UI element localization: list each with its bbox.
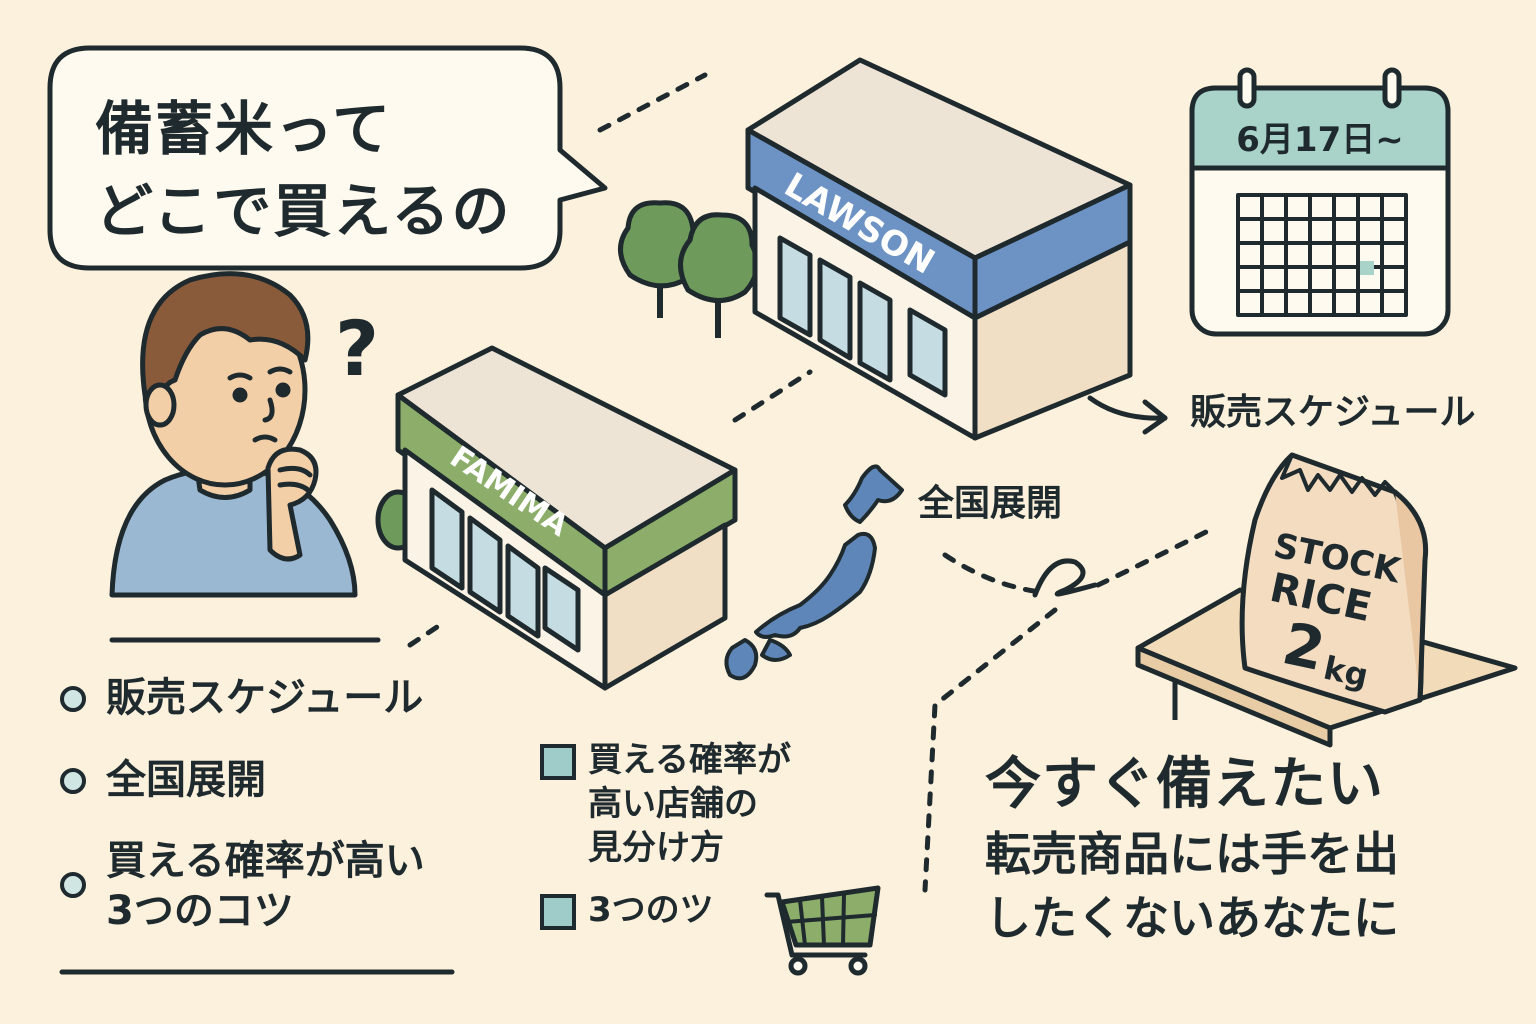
nationwide-label: 全国展開 bbox=[918, 483, 1063, 524]
bullet-dot-icon bbox=[60, 768, 86, 794]
calendar-date: 6月17日~ bbox=[1236, 120, 1404, 160]
schedule-label: 販売スケジュール bbox=[1190, 392, 1476, 433]
rice-bag-unit: kg bbox=[1320, 649, 1371, 695]
speech-bubble bbox=[47, 45, 608, 271]
bullet-dot-icon bbox=[60, 686, 86, 712]
speech-text: 備蓄米って どこで買えるの bbox=[95, 88, 565, 252]
check-item: 3つのツ bbox=[540, 888, 860, 932]
bullet-item: 全国展開 bbox=[60, 754, 500, 806]
cart-icon bbox=[764, 885, 881, 976]
question-mark: ? bbox=[335, 304, 379, 393]
dotted-connectors bbox=[407, 72, 1213, 893]
loop-connector bbox=[1032, 558, 1098, 598]
japan-map-icon bbox=[724, 464, 904, 681]
bullet-dot-icon bbox=[60, 872, 86, 898]
bullet-item: 買える確率が高い 3つのコツ bbox=[60, 836, 500, 936]
checkbox-icon bbox=[540, 894, 576, 930]
check-text: 買える確率が bbox=[588, 740, 791, 780]
bullet-text: 3つのコツ bbox=[106, 888, 294, 934]
famima-store bbox=[375, 345, 738, 691]
arrow-right-icon bbox=[1087, 395, 1168, 435]
call-to-action: 今すぐ備えたい 転売商品には手を出 したくないあなたに bbox=[985, 748, 1525, 950]
calendar-icon bbox=[1189, 67, 1451, 337]
check-text: 見分け方 bbox=[588, 828, 724, 868]
bullet-list: 販売スケジュール 全国展開 買える確率が高い 3つのコツ bbox=[60, 672, 500, 966]
check-text: 高い店舗の bbox=[588, 784, 758, 824]
cta-line-3: したくないあなたに bbox=[985, 891, 1399, 945]
check-text: 3つのツ bbox=[588, 890, 714, 930]
lawson-store bbox=[745, 57, 1133, 441]
speech-line-2: どこで買えるの bbox=[95, 177, 512, 245]
bullet-item: 販売スケジュール bbox=[60, 672, 500, 724]
bullet-text: 買える確率が高い bbox=[106, 838, 425, 884]
check-item: 買える確率が 高い店舗の 見分け方 bbox=[540, 738, 860, 870]
checkbox-icon bbox=[540, 744, 576, 780]
check-list: 買える確率が 高い店舗の 見分け方 3つのツ bbox=[540, 738, 860, 950]
tree-icon bbox=[618, 200, 760, 338]
person-illustration bbox=[109, 271, 358, 598]
cta-line-2: 転売商品には手を出 bbox=[985, 827, 1399, 881]
bullet-text: 販売スケジュール bbox=[106, 675, 424, 721]
speech-line-1: 備蓄米って bbox=[95, 95, 393, 163]
cta-line-1: 今すぐ備えたい bbox=[985, 752, 1384, 817]
bullet-text: 全国展開 bbox=[106, 757, 266, 803]
rice-bag-icon bbox=[1239, 452, 1429, 715]
